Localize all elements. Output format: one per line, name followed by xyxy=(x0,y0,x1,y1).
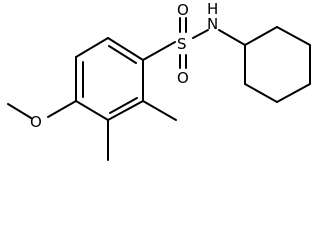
bond-nitrogen-cyclohexyl xyxy=(218,29,246,46)
bond-methoxy-oxygen-methyl xyxy=(7,103,32,119)
cyclohexane-bond-2 xyxy=(276,26,311,46)
ring-bond-c1-c2 xyxy=(107,37,144,61)
benzene-ring xyxy=(75,37,144,121)
hydrogen-atom-label: H xyxy=(207,0,218,18)
ring-double-bond-inner-1 xyxy=(108,45,137,64)
cyclohexane-bond-1 xyxy=(244,26,278,46)
bond-ring-sulfur xyxy=(142,41,176,61)
bond-ring-methoxy-oxygen xyxy=(47,100,77,118)
sulfonamide-group: S O O N H xyxy=(142,0,246,87)
cyclohexane-bond-4 xyxy=(276,83,311,103)
cyclohexane-ring xyxy=(244,26,311,103)
sulfur-atom-label: S xyxy=(177,35,187,53)
oxygen-bottom-atom-label: O xyxy=(177,69,189,87)
ring-double-bond-inner-3 xyxy=(109,97,138,114)
methoxy-oxygen-atom-label: O xyxy=(30,113,42,131)
nitrogen-atom-label: N xyxy=(207,15,218,33)
methyl-bond-position-2 xyxy=(142,100,177,121)
methyl-groups xyxy=(107,100,177,161)
methoxy-group: O xyxy=(7,100,77,131)
ring-bond-c5-c6 xyxy=(107,100,144,121)
chemical-structure-diagram: S O O N H O xyxy=(7,0,311,161)
cyclohexane-bond-5 xyxy=(244,83,278,103)
ring-bond-c4-c5 xyxy=(75,100,109,121)
ring-bond-c2-c3 xyxy=(75,37,109,58)
oxygen-top-atom-label: O xyxy=(177,1,189,19)
bond-sulfur-nitrogen xyxy=(192,29,209,39)
